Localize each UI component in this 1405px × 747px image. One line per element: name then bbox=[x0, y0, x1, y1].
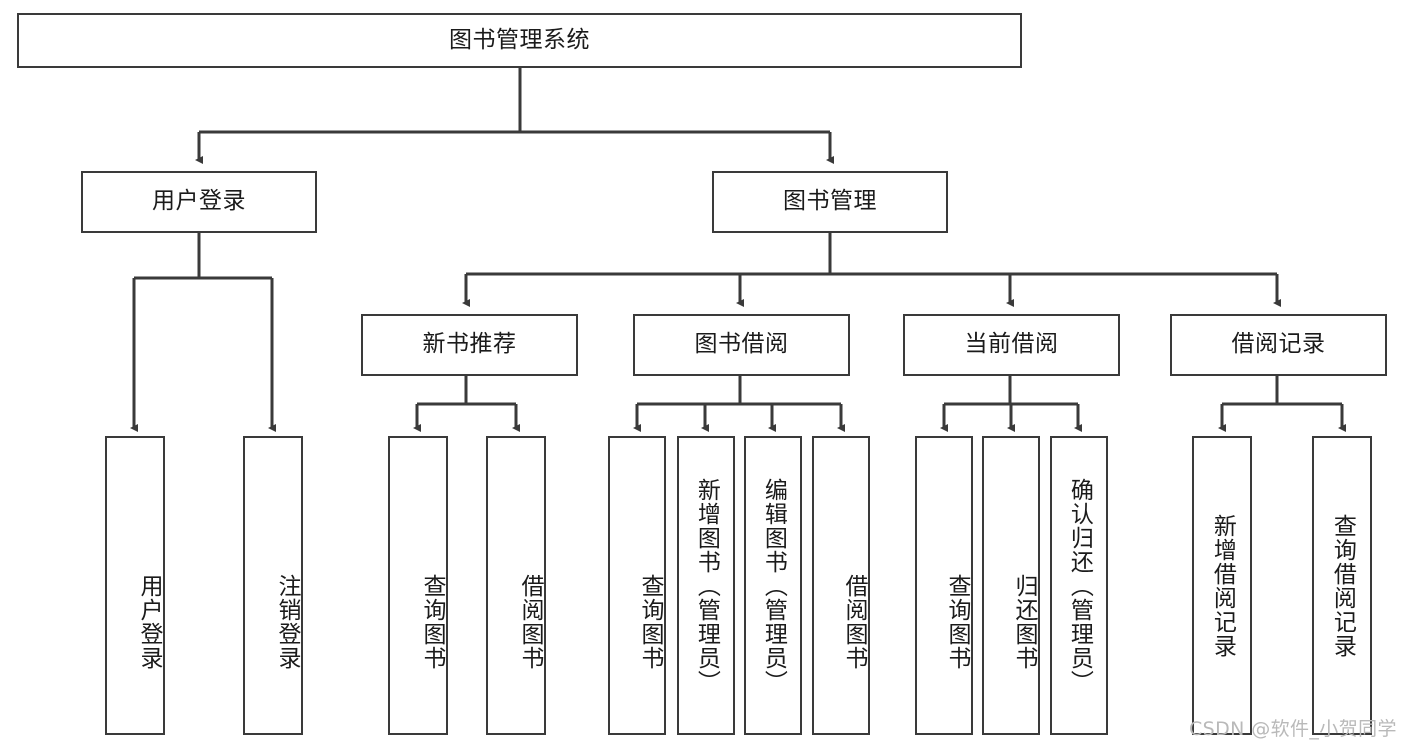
node-root[interactable]: 图书管理系统 bbox=[17, 13, 1022, 68]
node-book-manage[interactable]: 图书管理 bbox=[712, 171, 948, 233]
node-leaf-add-record[interactable]: 新增借阅记录 bbox=[1192, 436, 1252, 735]
node-leaf-add-record-label: 新增借阅记录 bbox=[1209, 513, 1236, 658]
node-leaf-add-book-label: 新增图书（管理员） bbox=[693, 477, 720, 694]
node-root-label: 图书管理系统 bbox=[449, 26, 590, 53]
node-leaf-edit-book[interactable]: 编辑图书（管理员） bbox=[744, 436, 802, 735]
node-leaf-logout[interactable]: 注销登录 bbox=[243, 436, 303, 735]
node-leaf-query-book-1[interactable]: 查询图书 bbox=[388, 436, 448, 735]
node-leaf-query-book-2[interactable]: 查询图书 bbox=[608, 436, 666, 735]
node-leaf-borrow-book-2[interactable]: 借阅图书 bbox=[812, 436, 870, 735]
node-user-login-label: 用户登录 bbox=[152, 188, 246, 215]
node-leaf-user-login-label: 用户登录 bbox=[136, 573, 162, 670]
node-book-borrow[interactable]: 图书借阅 bbox=[633, 314, 850, 376]
node-book-manage-label: 图书管理 bbox=[783, 188, 877, 215]
node-borrow-record[interactable]: 借阅记录 bbox=[1170, 314, 1387, 376]
watermark: CSDN @软件_小贺同学 bbox=[1189, 718, 1397, 740]
node-leaf-query-record-label: 查询借阅记录 bbox=[1329, 513, 1356, 658]
node-leaf-borrow-book-2-label: 借阅图书 bbox=[841, 573, 867, 670]
node-new-book-rec[interactable]: 新书推荐 bbox=[361, 314, 578, 376]
node-user-login[interactable]: 用户登录 bbox=[81, 171, 317, 233]
node-leaf-query-record[interactable]: 查询借阅记录 bbox=[1312, 436, 1372, 735]
node-leaf-query-book-3-label: 查询图书 bbox=[944, 573, 970, 670]
node-leaf-confirm-return-label: 确认归还（管理员） bbox=[1066, 477, 1093, 694]
node-leaf-confirm-return[interactable]: 确认归还（管理员） bbox=[1050, 436, 1108, 735]
node-leaf-user-login[interactable]: 用户登录 bbox=[105, 436, 165, 735]
node-leaf-return-book-label: 归还图书 bbox=[1011, 573, 1037, 670]
node-leaf-borrow-book-1-label: 借阅图书 bbox=[517, 573, 543, 670]
node-leaf-edit-book-label: 编辑图书（管理员） bbox=[760, 477, 787, 694]
node-leaf-borrow-book-1[interactable]: 借阅图书 bbox=[486, 436, 546, 735]
node-current-borrow-label: 当前借阅 bbox=[964, 331, 1059, 358]
node-leaf-add-book[interactable]: 新增图书（管理员） bbox=[677, 436, 735, 735]
node-leaf-query-book-2-label: 查询图书 bbox=[637, 573, 663, 670]
node-leaf-query-book-3[interactable]: 查询图书 bbox=[915, 436, 973, 735]
node-leaf-query-book-1-label: 查询图书 bbox=[419, 573, 445, 670]
node-new-book-rec-label: 新书推荐 bbox=[422, 331, 517, 358]
node-borrow-record-label: 借阅记录 bbox=[1231, 331, 1326, 358]
node-current-borrow[interactable]: 当前借阅 bbox=[903, 314, 1120, 376]
node-leaf-logout-label: 注销登录 bbox=[274, 573, 300, 670]
node-book-borrow-label: 图书借阅 bbox=[694, 331, 789, 358]
node-leaf-return-book[interactable]: 归还图书 bbox=[982, 436, 1040, 735]
